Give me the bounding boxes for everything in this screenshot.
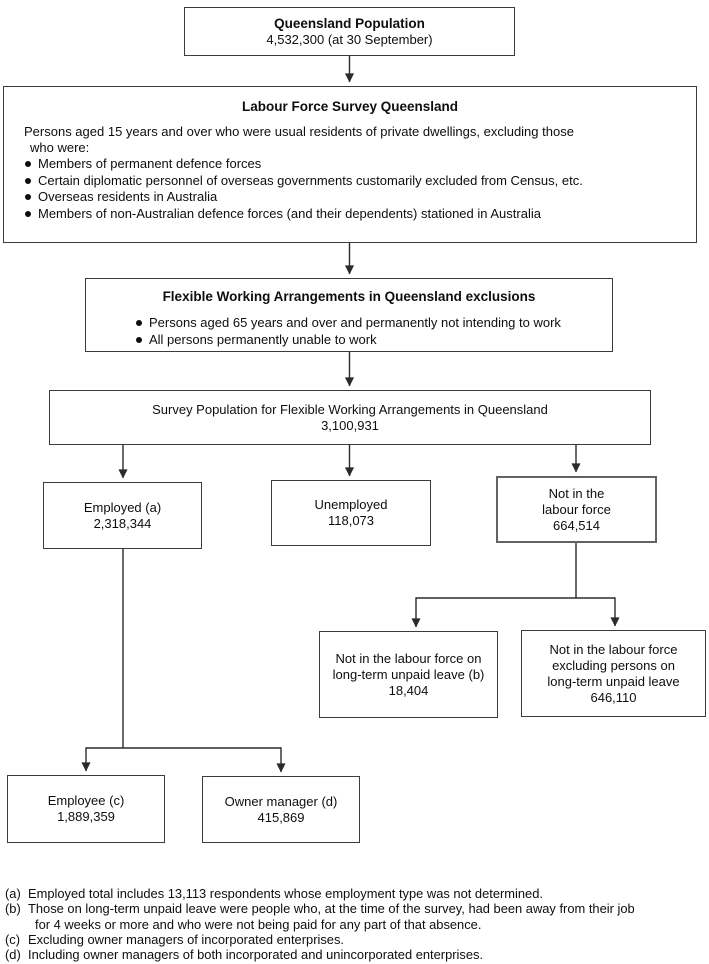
node-employed: Employed (a) 2,318,344 [43,482,202,549]
footnote-text: Including owner managers of both incorpo… [28,947,484,963]
node-label: labour force [542,501,611,517]
node-label: Employed (a) [83,499,162,515]
node-not-in-labour-force: Not in the labour force 664,514 [496,476,657,543]
footnote-label: (c) [5,931,21,947]
footnote-b: (b) Those on long-term unpaid leave were… [5,901,705,932]
bullet-text: Certain diplomatic personnel of overseas… [38,172,583,188]
bullet-dot-icon [25,177,31,184]
footnote-line: for 4 weeks or more and who were not bei… [35,916,482,932]
node-value: 1,889,359 [57,809,115,824]
node-label: Not in the labour force on [335,650,482,666]
node-label: Unemployed [314,497,388,512]
node-owner-manager: Owner manager (d) 415,869 [202,776,360,843]
node-nilf-on-unpaid-leave: Not in the labour force on long-term unp… [319,631,498,718]
bullet-item: Members of permanent defence forces [24,156,682,173]
footnotes: (a) Employed total includes 13,113 respo… [5,886,705,962]
bullet-dot-icon [25,161,31,167]
footnote-label: (a) [5,886,21,901]
bullet-text: Members of permanent defence forces [38,156,262,171]
node-value: 3,100,931 [321,417,379,433]
footnote-c: (c) Excluding owner managers of incorpor… [5,932,705,947]
footnote-text: Excluding owner managers of incorporated… [28,931,344,947]
bullet-dot-icon [136,336,142,343]
bullet-dot-icon [136,320,142,326]
bullet-item: Members of non-Australian defence forces… [24,206,682,223]
footnote-text: Employed total includes 13,113 responden… [28,886,543,901]
node-label: long-term unpaid leave [547,673,680,689]
bullet-item: Overseas residents in Australia [24,189,682,206]
node-label: excluding persons on [552,657,675,673]
node-label: Not in the labour force [549,641,678,657]
footnote-a: (a) Employed total includes 13,113 respo… [5,886,705,901]
node-label: long-term unpaid leave (b) [332,666,485,682]
node-employee: Employee (c) 1,889,359 [7,775,165,843]
node-title: Queensland Population [274,15,425,31]
node-labour-force-survey: Labour Force Survey Queensland Persons a… [3,86,697,243]
description-line: who were: [30,140,90,155]
bullet-text: Overseas residents in Australia [38,189,218,204]
node-nilf-excluding-unpaid-leave: Not in the labour force excluding person… [521,630,706,717]
node-unemployed: Unemployed 118,073 [271,480,431,546]
footnote-line: Those on long-term unpaid leave were peo… [28,901,635,917]
description-line: Persons aged 15 years and over who were … [24,124,574,139]
bullet-dot-icon [25,210,31,217]
bullet-text: Members of non-Australian defence forces… [38,205,541,221]
node-value: 118,073 [327,513,375,528]
footnote-label: (b) [5,901,21,917]
node-value: 2,318,344 [93,515,152,531]
node-value: 18,404 [388,682,429,698]
node-survey-population: Survey Population for Flexible Working A… [49,390,651,445]
footnote-label: (d) [5,947,21,963]
node-label: Not in the [548,485,605,501]
node-value: 4,532,300 (at 30 September) [266,31,433,47]
bullet-item: Persons aged 65 years and over and perma… [135,315,600,332]
node-title: Flexible Working Arrangements in Queensl… [162,289,536,304]
node-label: Employee (c) [47,793,125,808]
node-fwa-exclusions: Flexible Working Arrangements in Queensl… [85,278,613,352]
footnote-text: Those on long-term unpaid leave were peo… [28,901,705,932]
bullet-text: Persons aged 65 years and over and perma… [149,315,561,330]
bullet-dot-icon [25,194,31,200]
node-queensland-population: Queensland Population 4,532,300 (at 30 S… [184,7,515,56]
node-label: Owner manager (d) [224,793,338,809]
bullet-item: Certain diplomatic personnel of overseas… [24,173,682,190]
node-value: 664,514 [553,517,600,533]
node-value: 646,110 [590,689,637,705]
node-title: Survey Population for Flexible Working A… [152,401,548,417]
bullet-text: All persons permanently unable to work [149,331,377,347]
node-title: Labour Force Survey Queensland [241,99,459,114]
bullet-item: All persons permanently unable to work [135,332,600,349]
footnote-d: (d) Including owner managers of both inc… [5,947,705,962]
node-value: 415,869 [257,809,305,825]
